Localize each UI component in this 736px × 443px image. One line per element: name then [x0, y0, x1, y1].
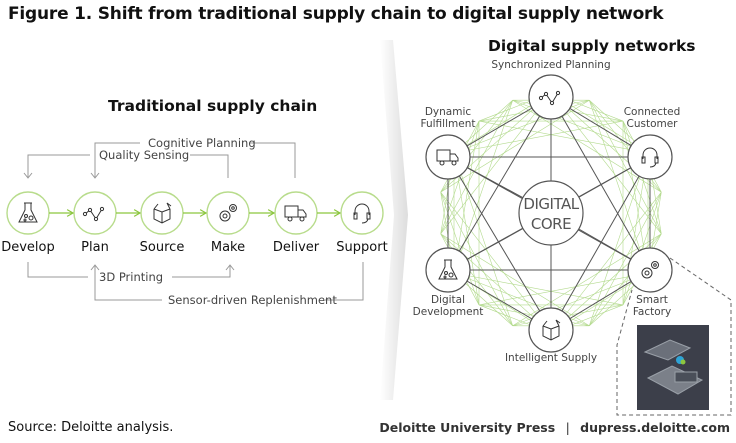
publisher-name: Deloitte University Press [379, 420, 556, 435]
mesh-line [512, 233, 662, 327]
flask-icon [438, 259, 458, 280]
mesh-line [440, 192, 513, 326]
network-node-circles [425, 74, 673, 353]
truck-icon [436, 149, 459, 166]
publisher-url[interactable]: dupress.deloitte.com [580, 420, 730, 435]
headset-icon [353, 203, 371, 224]
box-icon [153, 202, 172, 224]
node-label-intelligent-supply: Intelligent Supply [504, 352, 598, 364]
node-label-line: Dynamic [424, 106, 472, 118]
truck-icon [284, 205, 307, 222]
digital-core-line2: CORE [531, 215, 571, 233]
mesh-line [453, 120, 624, 154]
stage-label-plan: Plan [81, 240, 109, 255]
node-link [550, 156, 651, 331]
transition-chevron [380, 40, 408, 400]
node-label-synchronized-planning: Synchronized Planning [491, 59, 611, 71]
headset-icon [641, 147, 659, 168]
node-link [447, 156, 552, 331]
line-graph-icon [82, 206, 105, 222]
smart-factory-callout [616, 257, 732, 416]
stage-label-deliver: Deliver [272, 240, 320, 255]
mesh-line [453, 272, 624, 306]
node-label-line: Fulfillment [420, 118, 476, 130]
node-label-line: Digital [430, 294, 466, 306]
mesh-line [440, 191, 552, 334]
flask-icon [18, 202, 38, 223]
traditional-title: Traditional supply chain [108, 97, 318, 115]
node-link [550, 96, 651, 271]
connector-cognitive-planning: Cognitive Planning [148, 136, 256, 150]
mesh-line [550, 191, 662, 334]
factory-illustration [637, 325, 709, 410]
mesh-line [440, 192, 480, 306]
mesh-line [589, 192, 662, 326]
mesh-line [440, 233, 590, 327]
connector-quality-sensing: Quality Sensing [99, 148, 190, 162]
stage-label-source: Source [139, 240, 185, 255]
node-label-line: Development [412, 306, 484, 318]
mesh-line [622, 192, 662, 306]
mesh-line [440, 92, 552, 235]
digital-core-circle [518, 180, 584, 246]
traditional-stage-circles [6, 191, 384, 235]
connector-sensor-replenishment: Sensor-driven Replenishment [168, 293, 337, 307]
node-link [447, 96, 552, 271]
mesh-line [589, 100, 649, 274]
stage-label-support: Support [336, 240, 388, 255]
stage-label-develop: Develop [1, 240, 55, 255]
node-label-line: Smart [636, 294, 668, 306]
gears-icon [641, 261, 659, 279]
node-label-dynamic-fulfillment: Dynamic Fulfillment [421, 106, 476, 130]
digital-core-line1: DIGITAL [523, 195, 579, 213]
digital-title: Digital supply networks [488, 37, 696, 55]
gears-icon [219, 204, 237, 222]
line-graph-icon [538, 90, 561, 106]
node-label-line: Connected [623, 106, 681, 118]
connector-3d-printing: 3D Printing [99, 270, 164, 284]
mesh-line [478, 120, 649, 154]
node-label-line: Customer [626, 118, 678, 130]
mesh-line [453, 152, 513, 326]
figure-title: Figure 1. Shift from traditional supply … [8, 4, 664, 24]
node-label-smart-factory: Smart Factory [633, 294, 671, 318]
stage-label-make: Make [210, 240, 246, 255]
separator: | [565, 420, 570, 435]
source-note: Source: Deloitte analysis. [8, 420, 174, 435]
mesh-line [440, 100, 513, 234]
mesh-line [622, 121, 649, 274]
mesh-line [550, 92, 662, 235]
mesh-line [589, 100, 662, 234]
mesh-line [478, 272, 649, 306]
traditional-connectors [27, 142, 364, 301]
mesh-line [453, 121, 480, 274]
node-label-connected-customer: Connected Customer [624, 106, 681, 130]
node-label-digital-development: Digital Development [413, 294, 484, 318]
mesh-line [589, 152, 649, 326]
publisher-credit: Deloitte University Press | dupress.delo… [379, 420, 730, 435]
node-label-line: Factory [632, 306, 672, 318]
mesh-line [453, 152, 480, 305]
mesh-line [512, 99, 662, 193]
box-icon [542, 319, 561, 341]
mesh-line [440, 99, 590, 193]
